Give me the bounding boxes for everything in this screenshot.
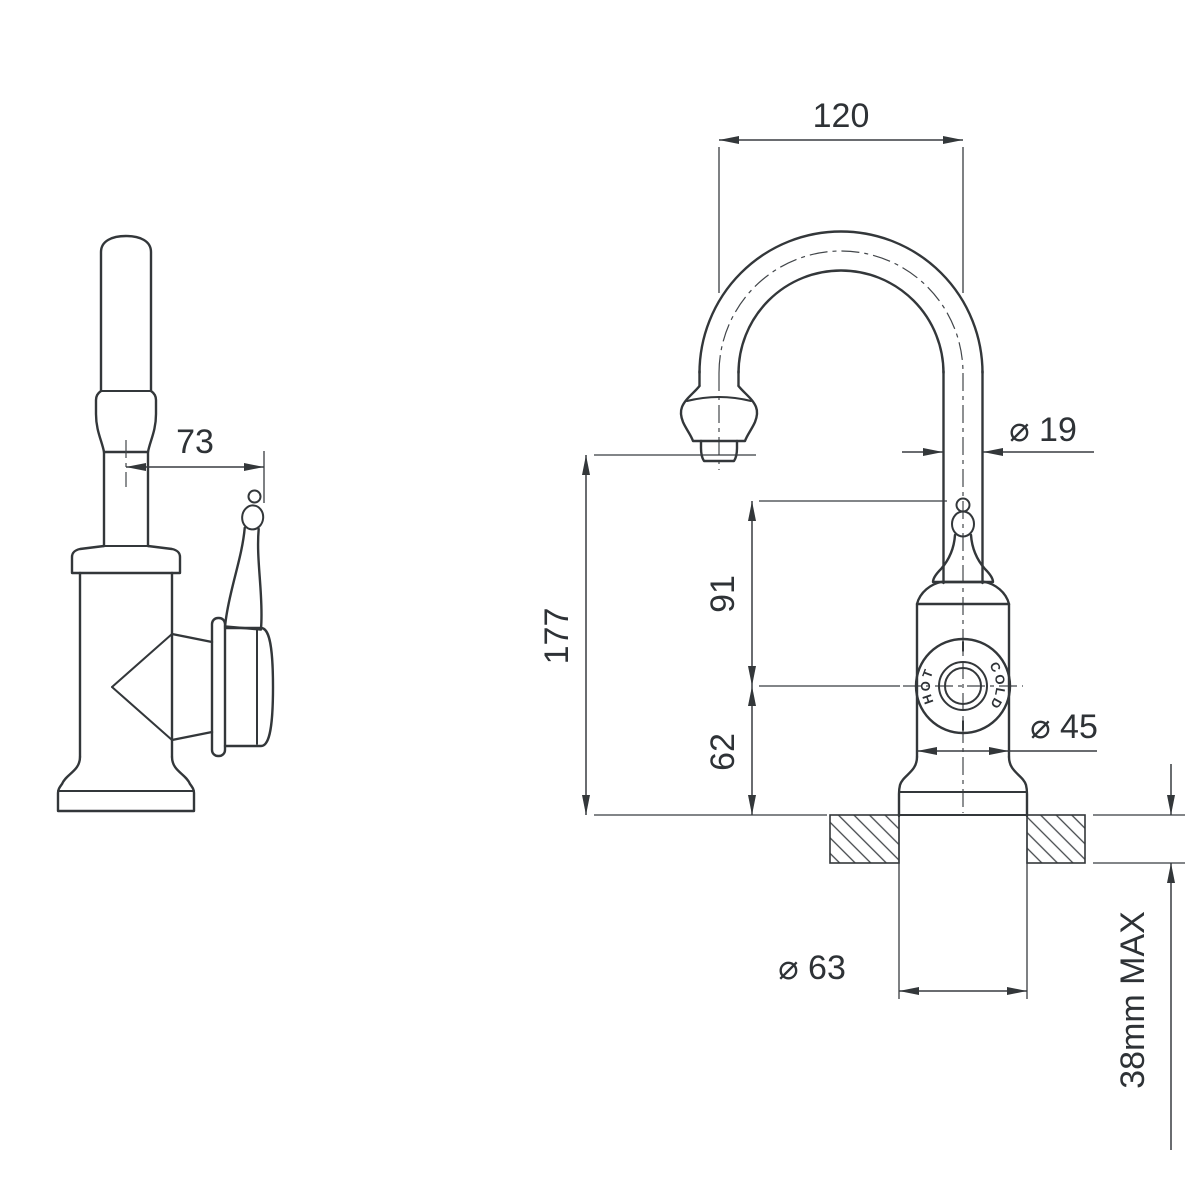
spout-diameter-label: ⌀ 19 (1009, 411, 1077, 449)
dim-body-diameter: ⌀ 45 (917, 708, 1098, 755)
dim-max-mounting-thickness: 38mm MAX (1093, 764, 1185, 1150)
dim-spout-diameter: ⌀ 19 (902, 411, 1094, 456)
handle-centre-height-label: 62 (704, 733, 742, 771)
body-diameter-label: ⌀ 45 (1030, 708, 1098, 746)
dim-handle-centre-height: 62 (704, 686, 756, 815)
spout-reach-label: 120 (813, 97, 870, 135)
lever-tip (247, 489, 262, 504)
spout-outlet (699, 439, 739, 463)
spout-to-handle-height-label: 91 (704, 575, 742, 613)
max-mounting-thickness-label: 38mm MAX (1114, 911, 1152, 1089)
side-view: 73 (56, 234, 275, 813)
side-view-spout (94, 234, 158, 548)
side-view-lever (223, 489, 265, 631)
base-diameter-label: ⌀ 63 (778, 949, 846, 987)
front-view-handle (915, 497, 1011, 606)
dim-base-diameter: ⌀ 63 (778, 820, 1028, 999)
side-view-handle (170, 489, 275, 758)
side-view-body (56, 544, 196, 813)
dim-spout-reach: 120 (718, 97, 964, 293)
handle-offset-label: 73 (176, 423, 214, 461)
centerlines (718, 250, 1023, 813)
bench-hatch-right (1026, 814, 1086, 864)
dim-spout-to-handle-height: 91 (704, 500, 947, 687)
hot-label-text: HOT (918, 666, 937, 707)
front-view: HOT COLD 120 ⌀ 19 177 (538, 97, 1185, 1150)
bench-section (829, 814, 1086, 864)
spout-outlet-height-label: 177 (538, 608, 576, 665)
hot-label: HOT (918, 666, 935, 707)
dim-spout-outlet-height: 177 (538, 454, 827, 816)
bench-hatch-left (829, 814, 900, 864)
front-view-spout (679, 230, 984, 585)
dim-handle-offset: 73 (125, 423, 265, 503)
